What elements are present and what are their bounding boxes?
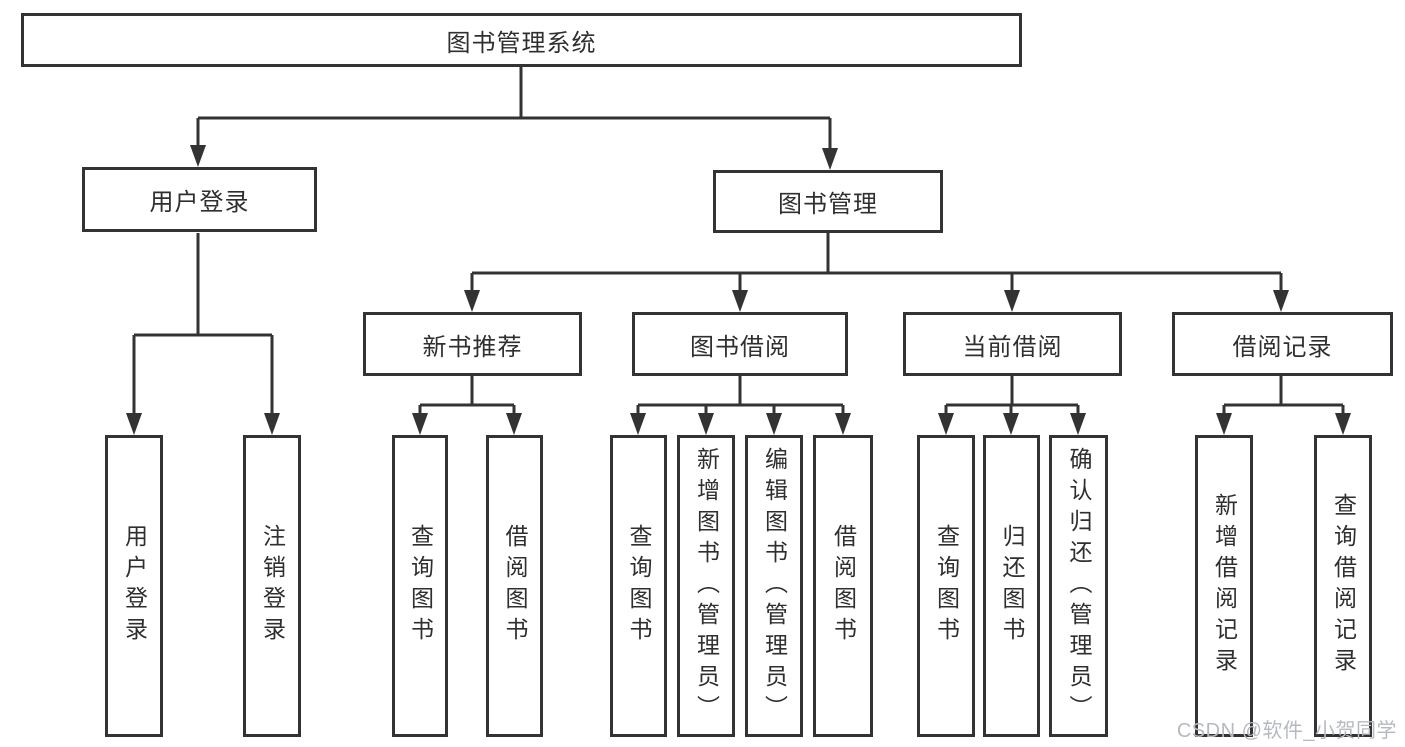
leaf-add-borrowing-record: 新增借阅记录	[1195, 435, 1253, 737]
node-user-login: 用户登录	[82, 167, 317, 232]
leaf-user-login: 用户登录	[105, 435, 163, 737]
leaf-label: 查询图书	[407, 524, 434, 648]
leaf-label: 注销登录	[259, 524, 286, 648]
leaf-return-books: 归还图书	[983, 435, 1040, 737]
leaf-label: 编辑图书（管理员）	[761, 446, 788, 726]
csdn-watermark: CSDN @软件_小贺同学	[1176, 720, 1397, 742]
leaf-label: 新增图书（管理员）	[693, 446, 720, 726]
leaf-logout-login: 注销登录	[243, 435, 301, 737]
leaf-edit-books-admin: 编辑图书（管理员）	[745, 435, 803, 737]
leaf-query-books-3: 查询图书	[917, 435, 975, 737]
leaf-label: 查询借阅记录	[1330, 493, 1357, 679]
leaf-label: 归还图书	[999, 524, 1025, 648]
node-borrowing-records: 借阅记录	[1172, 312, 1393, 376]
node-book-management: 图书管理	[713, 170, 943, 233]
node-label: 图书管理	[778, 191, 878, 218]
node-current-borrowing: 当前借阅	[903, 312, 1122, 376]
leaf-label: 查询图书	[933, 524, 960, 648]
leaf-label: 查询图书	[626, 524, 652, 648]
node-label: 当前借阅	[962, 333, 1063, 361]
leaf-label: 用户登录	[121, 524, 148, 648]
node-library-management-system: 图书管理系统	[21, 13, 1022, 67]
node-new-book-recommend: 新书推荐	[363, 312, 582, 376]
node-label: 借阅记录	[1232, 333, 1333, 361]
node-book-borrowing: 图书借阅	[632, 312, 848, 376]
leaf-label: 确认归还（管理员）	[1066, 446, 1092, 726]
node-label: 图书管理系统	[446, 29, 597, 57]
leaf-borrow-books-1: 借阅图书	[486, 435, 543, 737]
leaf-label: 新增借阅记录	[1211, 493, 1238, 679]
leaf-label: 借阅图书	[502, 524, 528, 648]
leaf-query-books-1: 查询图书	[392, 435, 448, 737]
node-label: 用户登录	[149, 189, 250, 216]
leaf-query-books-2: 查询图书	[610, 435, 667, 737]
leaf-borrow-books-2: 借阅图书	[813, 435, 873, 737]
node-label: 图书借阅	[690, 333, 790, 361]
leaf-query-borrowing-record: 查询借阅记录	[1314, 435, 1372, 737]
leaf-add-books-admin: 新增图书（管理员）	[677, 435, 735, 737]
node-label: 新书推荐	[422, 333, 523, 361]
leaf-label: 借阅图书	[830, 524, 857, 648]
leaf-confirm-return-admin: 确认归还（管理员）	[1049, 435, 1108, 737]
